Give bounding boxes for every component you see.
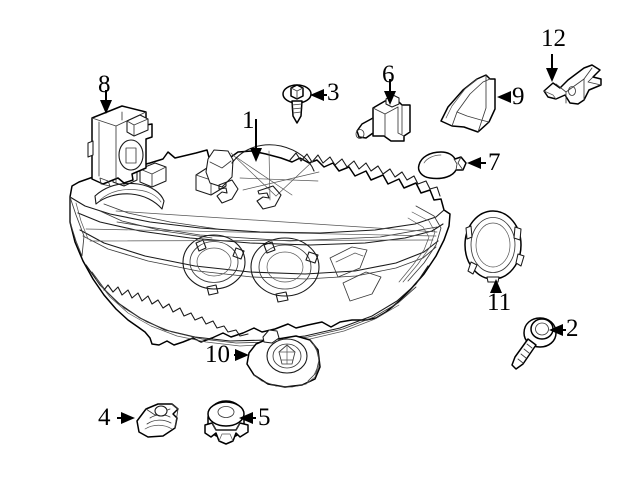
callout-number-10: 10 (205, 341, 230, 368)
callout-number-7: 7 (488, 149, 501, 176)
leader-4 (117, 412, 135, 424)
part-sealing-cap[interactable] (464, 210, 525, 283)
part-adjuster-grommet[interactable] (204, 400, 249, 445)
callout-number-3: 3 (327, 79, 340, 106)
callout-number-2: 2 (566, 315, 579, 342)
leader-12 (546, 54, 558, 82)
leader-1 (250, 119, 262, 162)
part-bulb-socket[interactable] (246, 329, 321, 388)
callout-number-5: 5 (258, 404, 271, 431)
callout-number-1: 1 (242, 107, 255, 134)
part-ballast-cover[interactable] (440, 74, 496, 133)
leader-7 (467, 157, 486, 169)
part-control-module[interactable] (87, 105, 153, 187)
part-mounting-bracket[interactable] (543, 64, 602, 105)
leader-10 (234, 349, 249, 361)
callout-number-11: 11 (487, 289, 512, 316)
leader-5 (239, 412, 256, 424)
leader-6 (384, 79, 396, 105)
callout-number-8: 8 (98, 71, 111, 98)
callout-number-9: 9 (512, 83, 525, 110)
part-flange-bolt[interactable] (511, 317, 557, 370)
leader-11 (490, 279, 502, 293)
leader-9 (497, 91, 511, 103)
part-retainer-clip[interactable] (136, 403, 179, 438)
part-xenon-bulb[interactable] (355, 94, 411, 142)
leader-2 (549, 324, 566, 336)
leader-8 (100, 90, 112, 114)
callout-number-6: 6 (382, 61, 395, 88)
part-hex-head-screw[interactable] (282, 84, 312, 124)
callout-number-12: 12 (541, 25, 566, 52)
callout-number-4: 4 (98, 404, 111, 431)
leader-3 (310, 89, 327, 101)
part-signal-bulb[interactable] (417, 151, 467, 180)
